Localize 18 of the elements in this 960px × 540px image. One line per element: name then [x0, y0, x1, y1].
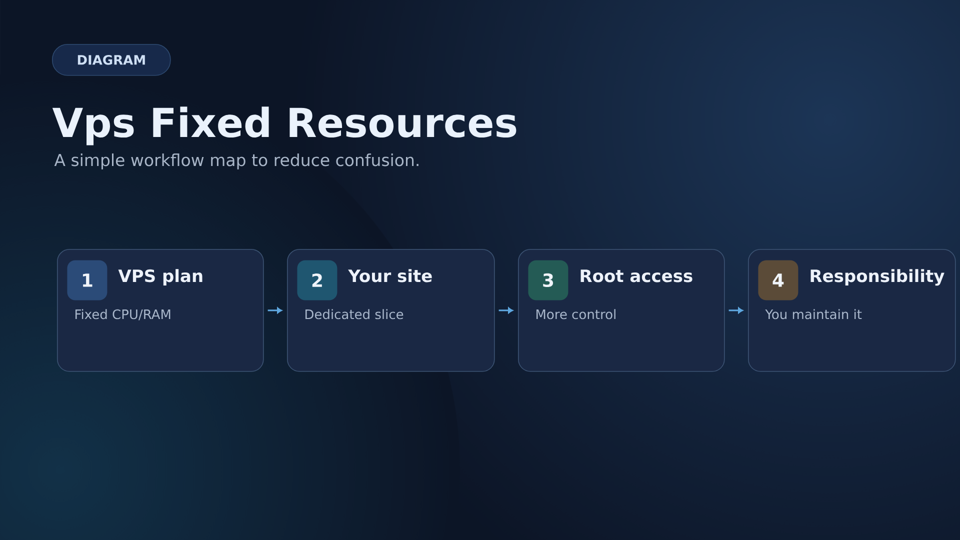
- step-title: VPS plan: [118, 269, 202, 286]
- step-title: Responsibility: [810, 269, 944, 286]
- arrow: [728, 307, 744, 314]
- step-description: You maintain it: [765, 309, 862, 320]
- step-description: Dedicated slice: [305, 309, 404, 320]
- step-description: More control: [536, 309, 616, 320]
- step-title: Your site: [348, 269, 432, 282]
- arrow: [268, 307, 282, 314]
- number-badge: 2: [297, 260, 338, 300]
- subtitle: A simple workflow map to reduce confusion.: [54, 153, 418, 170]
- step-title: Root access: [580, 270, 692, 282]
- step-description: Fixed CPU/RAM: [75, 309, 170, 320]
- arrow: [498, 307, 514, 314]
- number-badge: 1: [67, 260, 108, 300]
- title: Vps Fixed Resources: [52, 106, 516, 146]
- tag-pill: DIAGRAM: [52, 44, 171, 76]
- number-badge: 3: [528, 260, 568, 300]
- number-badge: 4: [758, 260, 798, 300]
